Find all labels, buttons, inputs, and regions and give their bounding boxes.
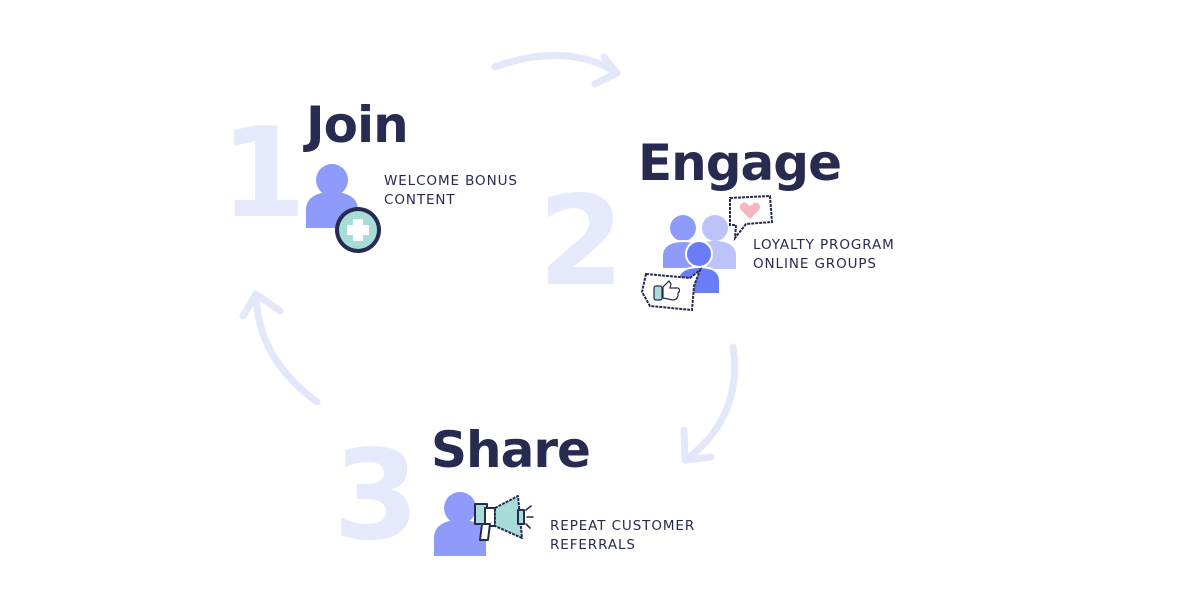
caption-line: LOYALTY PROGRAM [753,237,895,253]
step-caption-join: WELCOME BONUS CONTENT [384,172,518,210]
step-caption-share: REPEAT CUSTOMER REFERRALS [550,517,695,555]
group-heart-like-icon [640,194,774,312]
caption-line: ONLINE GROUPS [753,256,877,272]
caption-line: REPEAT CUSTOMER [550,518,696,534]
step-number-1: 1 [220,102,306,246]
person-megaphone-icon [434,492,534,556]
step-title-share: Share [431,421,591,479]
caption-line: REFERRALS [550,537,636,553]
step-title-join: Join [306,96,409,154]
step-caption-engage: LOYALTY PROGRAM ONLINE GROUPS [753,236,895,274]
step-number-3: 3 [333,424,419,568]
step-title-engage: Engage [638,134,842,192]
caption-line: WELCOME BONUS [384,173,518,189]
person-plus-icon [306,164,381,253]
caption-line: CONTENT [384,192,456,208]
step-number-2: 2 [538,170,624,314]
